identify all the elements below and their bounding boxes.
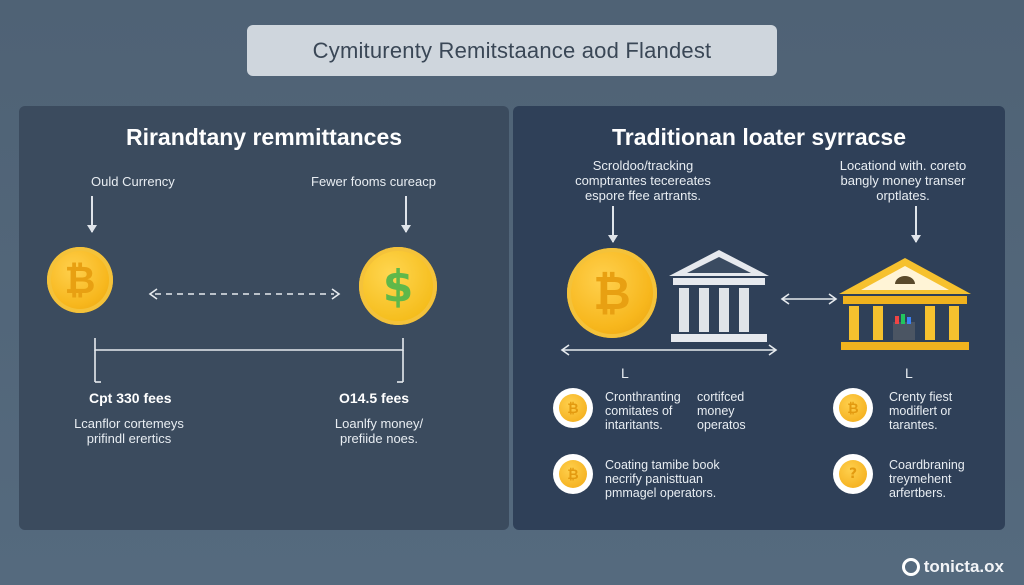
item-coin-2: ₿ <box>553 454 593 494</box>
arrow-down-right-panel-right <box>911 206 921 243</box>
item-coin-1: ₿ <box>553 388 593 428</box>
bank-building-icon <box>669 250 769 342</box>
main-title-banner: Cymiturenty Remitstaance aod Flandest <box>247 25 777 76</box>
item-3-text: Crenty fiest modiflert or tarantes. <box>889 390 953 432</box>
bitcoin-icon: ₿ <box>47 247 113 313</box>
left-fee-description: Lcanflor cortemeys prifindl erertics <box>74 416 184 446</box>
watermark-text: tonicta.ox <box>923 557 1004 576</box>
watermark-logo-icon <box>901 558 920 576</box>
bidirectional-arrow-icon <box>780 293 838 305</box>
question-coin-icon: ? <box>839 460 867 488</box>
right-panel-title: Traditionan loater syrracse <box>611 124 906 150</box>
bitcoin-icon: ₿ <box>839 394 867 422</box>
item-4-text: Coardbraning treymehent arfertbers. <box>889 458 965 500</box>
dashed-bidirectional-arrow-icon <box>148 288 341 300</box>
connector-bracket <box>94 338 404 383</box>
arrow-down-right <box>401 196 411 233</box>
left-fee-label: Cpt 330 fees <box>89 390 172 406</box>
left-label-old-currency: Ould Currency <box>91 174 175 189</box>
right-panel: Traditionan loater syrracse Scroldoo/tra… <box>513 106 1005 530</box>
left-panel-title: Rirandtany remmittances <box>125 124 403 150</box>
dollar-coin-icon: $ <box>359 247 437 325</box>
right-marker-right: L <box>905 365 913 381</box>
main-title: Cymiturenty Remitstaance aod Flandest <box>312 37 712 63</box>
bitcoin-icon: ₿ <box>559 460 587 488</box>
bitcoin-large-icon: ₿ <box>567 248 657 338</box>
bitcoin-icon: ₿ <box>559 394 587 422</box>
item-2-text: Coating tamibe book necrify panisttuan p… <box>605 458 720 500</box>
item-coin-4: ? <box>833 454 873 494</box>
left-panel: Rirandtany remmittances Ould Currency Fe… <box>19 106 509 530</box>
item-1-text-b: cortifced money operatos <box>697 390 746 432</box>
watermark: tonicta.ox <box>901 557 1004 577</box>
left-label-fewer-fees: Fewer fooms cureacp <box>311 174 436 189</box>
right-label-tracking: Scroldoo/tracking comptrantes tecereates… <box>575 158 711 203</box>
right-fee-label: O14.5 fees <box>339 390 410 406</box>
right-marker-left: L <box>621 365 629 381</box>
arrow-down-right-panel-left <box>608 206 618 243</box>
right-fee-description: Loanlfy money/ prefiide noes. <box>334 416 424 446</box>
item-coin-3: ₿ <box>833 388 873 428</box>
right-label-location: Locationd with. coreto bangly money tran… <box>839 158 967 203</box>
item-1-text: Cronthranting comitates of intaritants. <box>605 390 681 432</box>
arrow-down-left <box>87 196 97 233</box>
gold-bank-icon <box>839 258 971 350</box>
horizontal-arrow-icon <box>560 344 778 356</box>
